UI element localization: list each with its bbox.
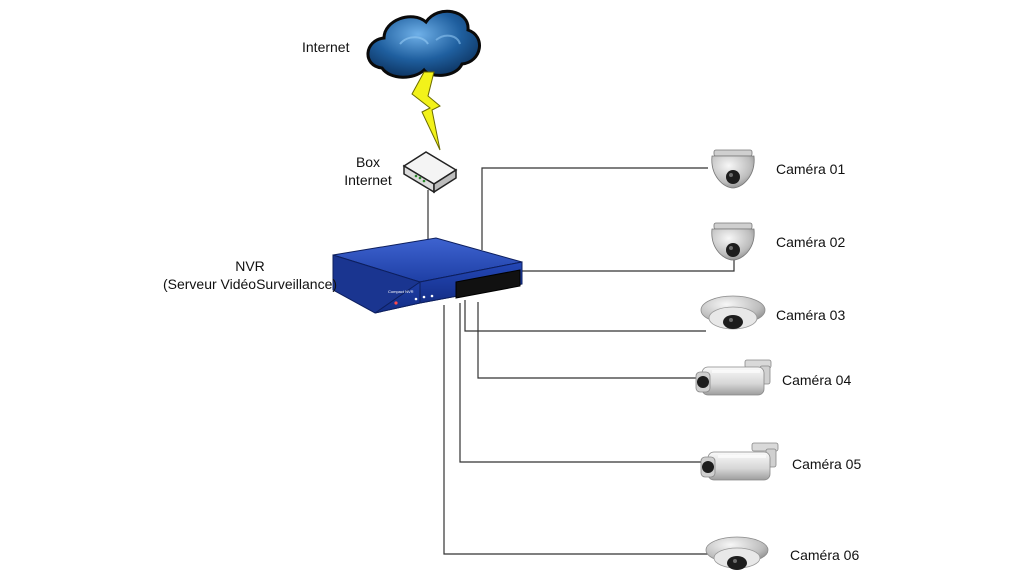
camera-02-icon (711, 222, 755, 261)
internet-label: Internet (302, 39, 350, 55)
camera-01-label: Caméra 01 (776, 161, 846, 177)
wire-camera-04 (477, 302, 700, 379)
camera-01-icon (711, 149, 755, 189)
nvr-label-line2: (Serveur VidéoSurveillance) (162, 276, 338, 292)
camera-06-icon (705, 536, 769, 570)
box-label-line1: Box (355, 154, 381, 170)
router-icon (402, 151, 458, 194)
camera-04-icon (695, 359, 772, 396)
camera-03-label: Caméra 03 (776, 307, 846, 323)
wire-camera-06 (443, 305, 708, 555)
lightning-icon (411, 71, 441, 151)
wire-camera-03 (464, 300, 706, 332)
connection-lines (427, 167, 735, 555)
camera-02-label: Caméra 02 (776, 234, 846, 250)
camera-04-label: Caméra 04 (782, 372, 852, 388)
wire-camera-05 (459, 303, 704, 463)
nvr-brand-text: Compact NVR (388, 289, 414, 294)
camera-03-icon (700, 295, 766, 330)
camera-05-label: Caméra 05 (792, 456, 862, 472)
wire-camera-02 (522, 258, 735, 272)
nvr-device-icon: Compact NVR (332, 237, 523, 314)
nvr-label-line1: NVR (235, 258, 265, 274)
box-label-line2: Internet (344, 172, 392, 188)
camera-06-label: Caméra 06 (790, 547, 860, 563)
camera-05-icon (700, 442, 779, 481)
wire-camera-01 (481, 167, 708, 250)
cloud-icon (366, 9, 481, 79)
